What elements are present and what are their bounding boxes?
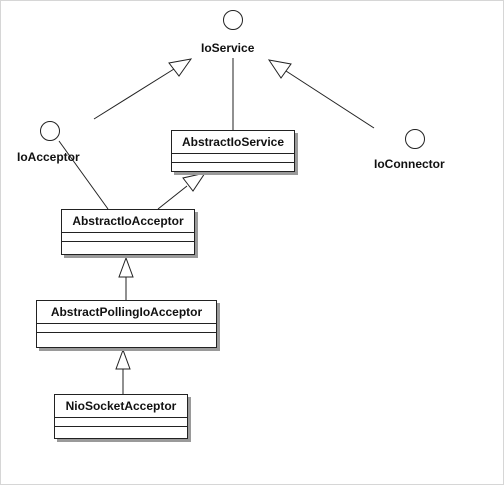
abstractioacceptor-class-name: AbstractIoAcceptor xyxy=(62,210,194,233)
ioacceptor-realization-stem xyxy=(58,140,109,210)
pollingacceptor-to-abstractioacceptor-arrowhead xyxy=(118,256,134,278)
ioacceptor-to-ioservice-arrowhead xyxy=(168,58,193,77)
ioacceptor-interface-circle[interactable] xyxy=(40,121,60,141)
ioconnector-interface-circle[interactable] xyxy=(405,129,425,149)
abstractioservice-operations-compartment xyxy=(172,163,294,171)
ioconnector-interface-label: IoConnector xyxy=(374,157,445,171)
abstractpollingioacceptor-class-name: AbstractPollingIoAcceptor xyxy=(37,301,216,324)
abstractioservice-class-name: AbstractIoService xyxy=(172,131,294,154)
niosocketacceptor-class-name: NioSocketAcceptor xyxy=(55,395,187,418)
abstractioacceptor-attributes-compartment xyxy=(62,233,194,242)
ioacceptor-interface-label: IoAcceptor xyxy=(17,150,80,164)
niosocketacceptor-operations-compartment xyxy=(55,427,187,438)
ioconnector-to-ioservice-arrowhead xyxy=(267,59,292,79)
abstractioacceptor-class-box[interactable]: AbstractIoAcceptor xyxy=(61,209,195,255)
niosocketacceptor-to-pollingacceptor-arrowhead xyxy=(115,348,131,370)
abstractioacceptor-operations-compartment xyxy=(62,242,194,254)
ioservice-interface-circle[interactable] xyxy=(223,10,243,30)
abstractpollingioacceptor-attributes-compartment xyxy=(37,324,216,333)
ioconnector-to-ioservice-line xyxy=(285,70,375,129)
abstractioacceptor-to-abstractioservice-arrowhead xyxy=(182,172,207,192)
abstractpollingioacceptor-operations-compartment xyxy=(37,333,216,347)
abstractioacceptor-to-abstractioservice-line xyxy=(157,185,188,210)
abstractpollingioacceptor-class-box[interactable]: AbstractPollingIoAcceptor xyxy=(36,300,217,348)
niosocketacceptor-class-box[interactable]: NioSocketAcceptor xyxy=(54,394,188,439)
niosocketacceptor-attributes-compartment xyxy=(55,418,187,427)
ioacceptor-to-ioservice-line xyxy=(93,68,175,120)
abstractioservice-attributes-compartment xyxy=(172,154,294,163)
abstractioservice-class-box[interactable]: AbstractIoService xyxy=(171,130,295,172)
ioservice-interface-label: IoService xyxy=(201,41,255,55)
